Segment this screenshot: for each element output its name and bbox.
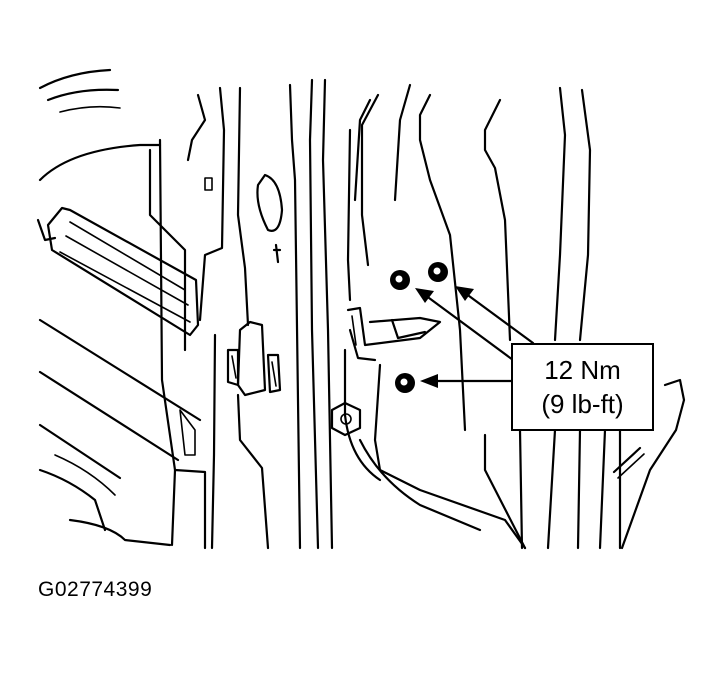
- body-pillar: [236, 78, 412, 550]
- arrowhead-lower: [420, 374, 438, 388]
- leader-line-upper-left: [423, 293, 515, 362]
- arrowhead-upper-left: [415, 288, 434, 303]
- bolt-upper-left: [390, 270, 410, 290]
- quarter-panel: [343, 86, 686, 550]
- door-panel: [36, 68, 226, 550]
- leader-arrows: [415, 286, 535, 388]
- figure-id-label: G02774399: [38, 578, 153, 601]
- door-check-bracket: [346, 306, 442, 362]
- arrowhead-upper-right: [455, 286, 474, 301]
- bolt-lower: [395, 373, 415, 393]
- bolt-upper-right: [428, 262, 448, 282]
- torque-imperial-label: (9 lb-ft): [541, 389, 624, 419]
- door-hinge: [226, 173, 284, 397]
- leader-line-upper-right: [463, 291, 535, 345]
- bolts: [330, 262, 448, 437]
- torque-spec-callout: 12 Nm (9 lb-ft): [511, 343, 654, 431]
- torque-metric-label: 12 Nm: [544, 355, 621, 385]
